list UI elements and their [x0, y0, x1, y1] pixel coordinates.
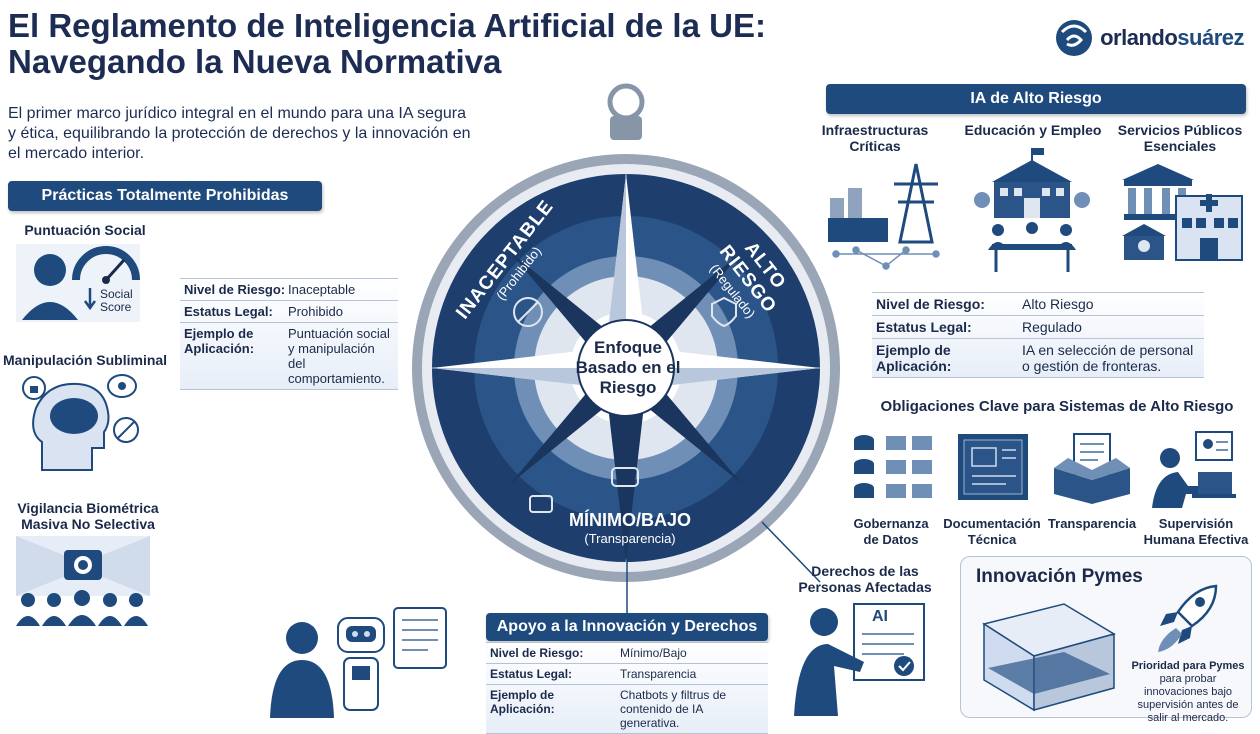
- obligations-heading: Obligaciones Clave para Sistemas de Alto…: [880, 398, 1234, 415]
- support-info-table: Nivel de Riesgo:Mínimo/Bajo Estatus Lega…: [486, 642, 768, 734]
- brain-manipulation-icon: [22, 374, 139, 471]
- rights-connector-line: [761, 521, 821, 583]
- biometric-label: Vigilancia Biométrica Masiva No Selectiv…: [17, 500, 159, 532]
- title-line-2: Navegando la Nueva Normativa: [8, 43, 502, 80]
- obligation-transparency: Transparencia: [1047, 516, 1137, 531]
- title-line-1: El Reglamento de Inteligencia Artificial…: [8, 7, 766, 44]
- support-heading: Apoyo a la Innovación y Derechos: [486, 613, 768, 641]
- rights-doc-text: AI: [872, 608, 888, 625]
- prohibited-info-table: Nivel de Riesgo:Inaceptable Estatus Lega…: [180, 278, 398, 390]
- rights-document-icon: [794, 603, 925, 716]
- education-employment-icon: [974, 148, 1090, 272]
- subliminal-label: Manipulación Subliminal: [2, 352, 168, 368]
- high-risk-info-table: Nivel de Riesgo:Alto Riesgo Estatus Lega…: [872, 292, 1204, 378]
- risk-compass: [412, 83, 840, 582]
- quadrant-minimal: MÍNIMO/BAJO (Transparencia): [568, 510, 691, 546]
- human-oversight-icon: [1152, 431, 1236, 508]
- public-services-icon: [1122, 164, 1243, 261]
- innovation-heading: Innovación Pymes: [976, 566, 1143, 587]
- sandbox-icon: [982, 603, 1116, 712]
- human-robot-chatbot-icon: [270, 607, 447, 718]
- biometric-surveillance-icon: [16, 536, 150, 626]
- transparency-icon: [1054, 433, 1130, 504]
- category-education: Educación y Empleo: [964, 122, 1102, 138]
- high-risk-heading: IA de Alto Riesgo: [826, 84, 1246, 114]
- power-infrastructure-icon: [828, 163, 940, 270]
- brand-logo[interactable]: orlandosuárez: [1054, 18, 1244, 58]
- prohibited-heading: Prácticas Totalmente Prohibidas: [8, 181, 322, 211]
- data-governance-icon: [854, 435, 932, 498]
- social-score-icon: [16, 244, 140, 322]
- social-score-icon-caption: Social Score: [100, 287, 133, 314]
- page-title: El Reglamento de Inteligencia Artificial…: [8, 8, 766, 80]
- logo-mark-icon: [1056, 20, 1093, 56]
- rocket-icon: [1158, 584, 1218, 652]
- technical-documentation-icon: [958, 434, 1028, 500]
- intro-text: El primer marco jurídico integral en el …: [8, 105, 471, 162]
- compass-center-label: Enfoque Basado en el Riesgo: [575, 338, 681, 397]
- social-score-label: Puntuación Social: [24, 222, 146, 238]
- logo-text: orlandosuárez: [1100, 25, 1244, 50]
- innovation-caption: Prioridad para Pymes para probar innovac…: [1131, 660, 1245, 724]
- support-connector-line: [626, 562, 628, 614]
